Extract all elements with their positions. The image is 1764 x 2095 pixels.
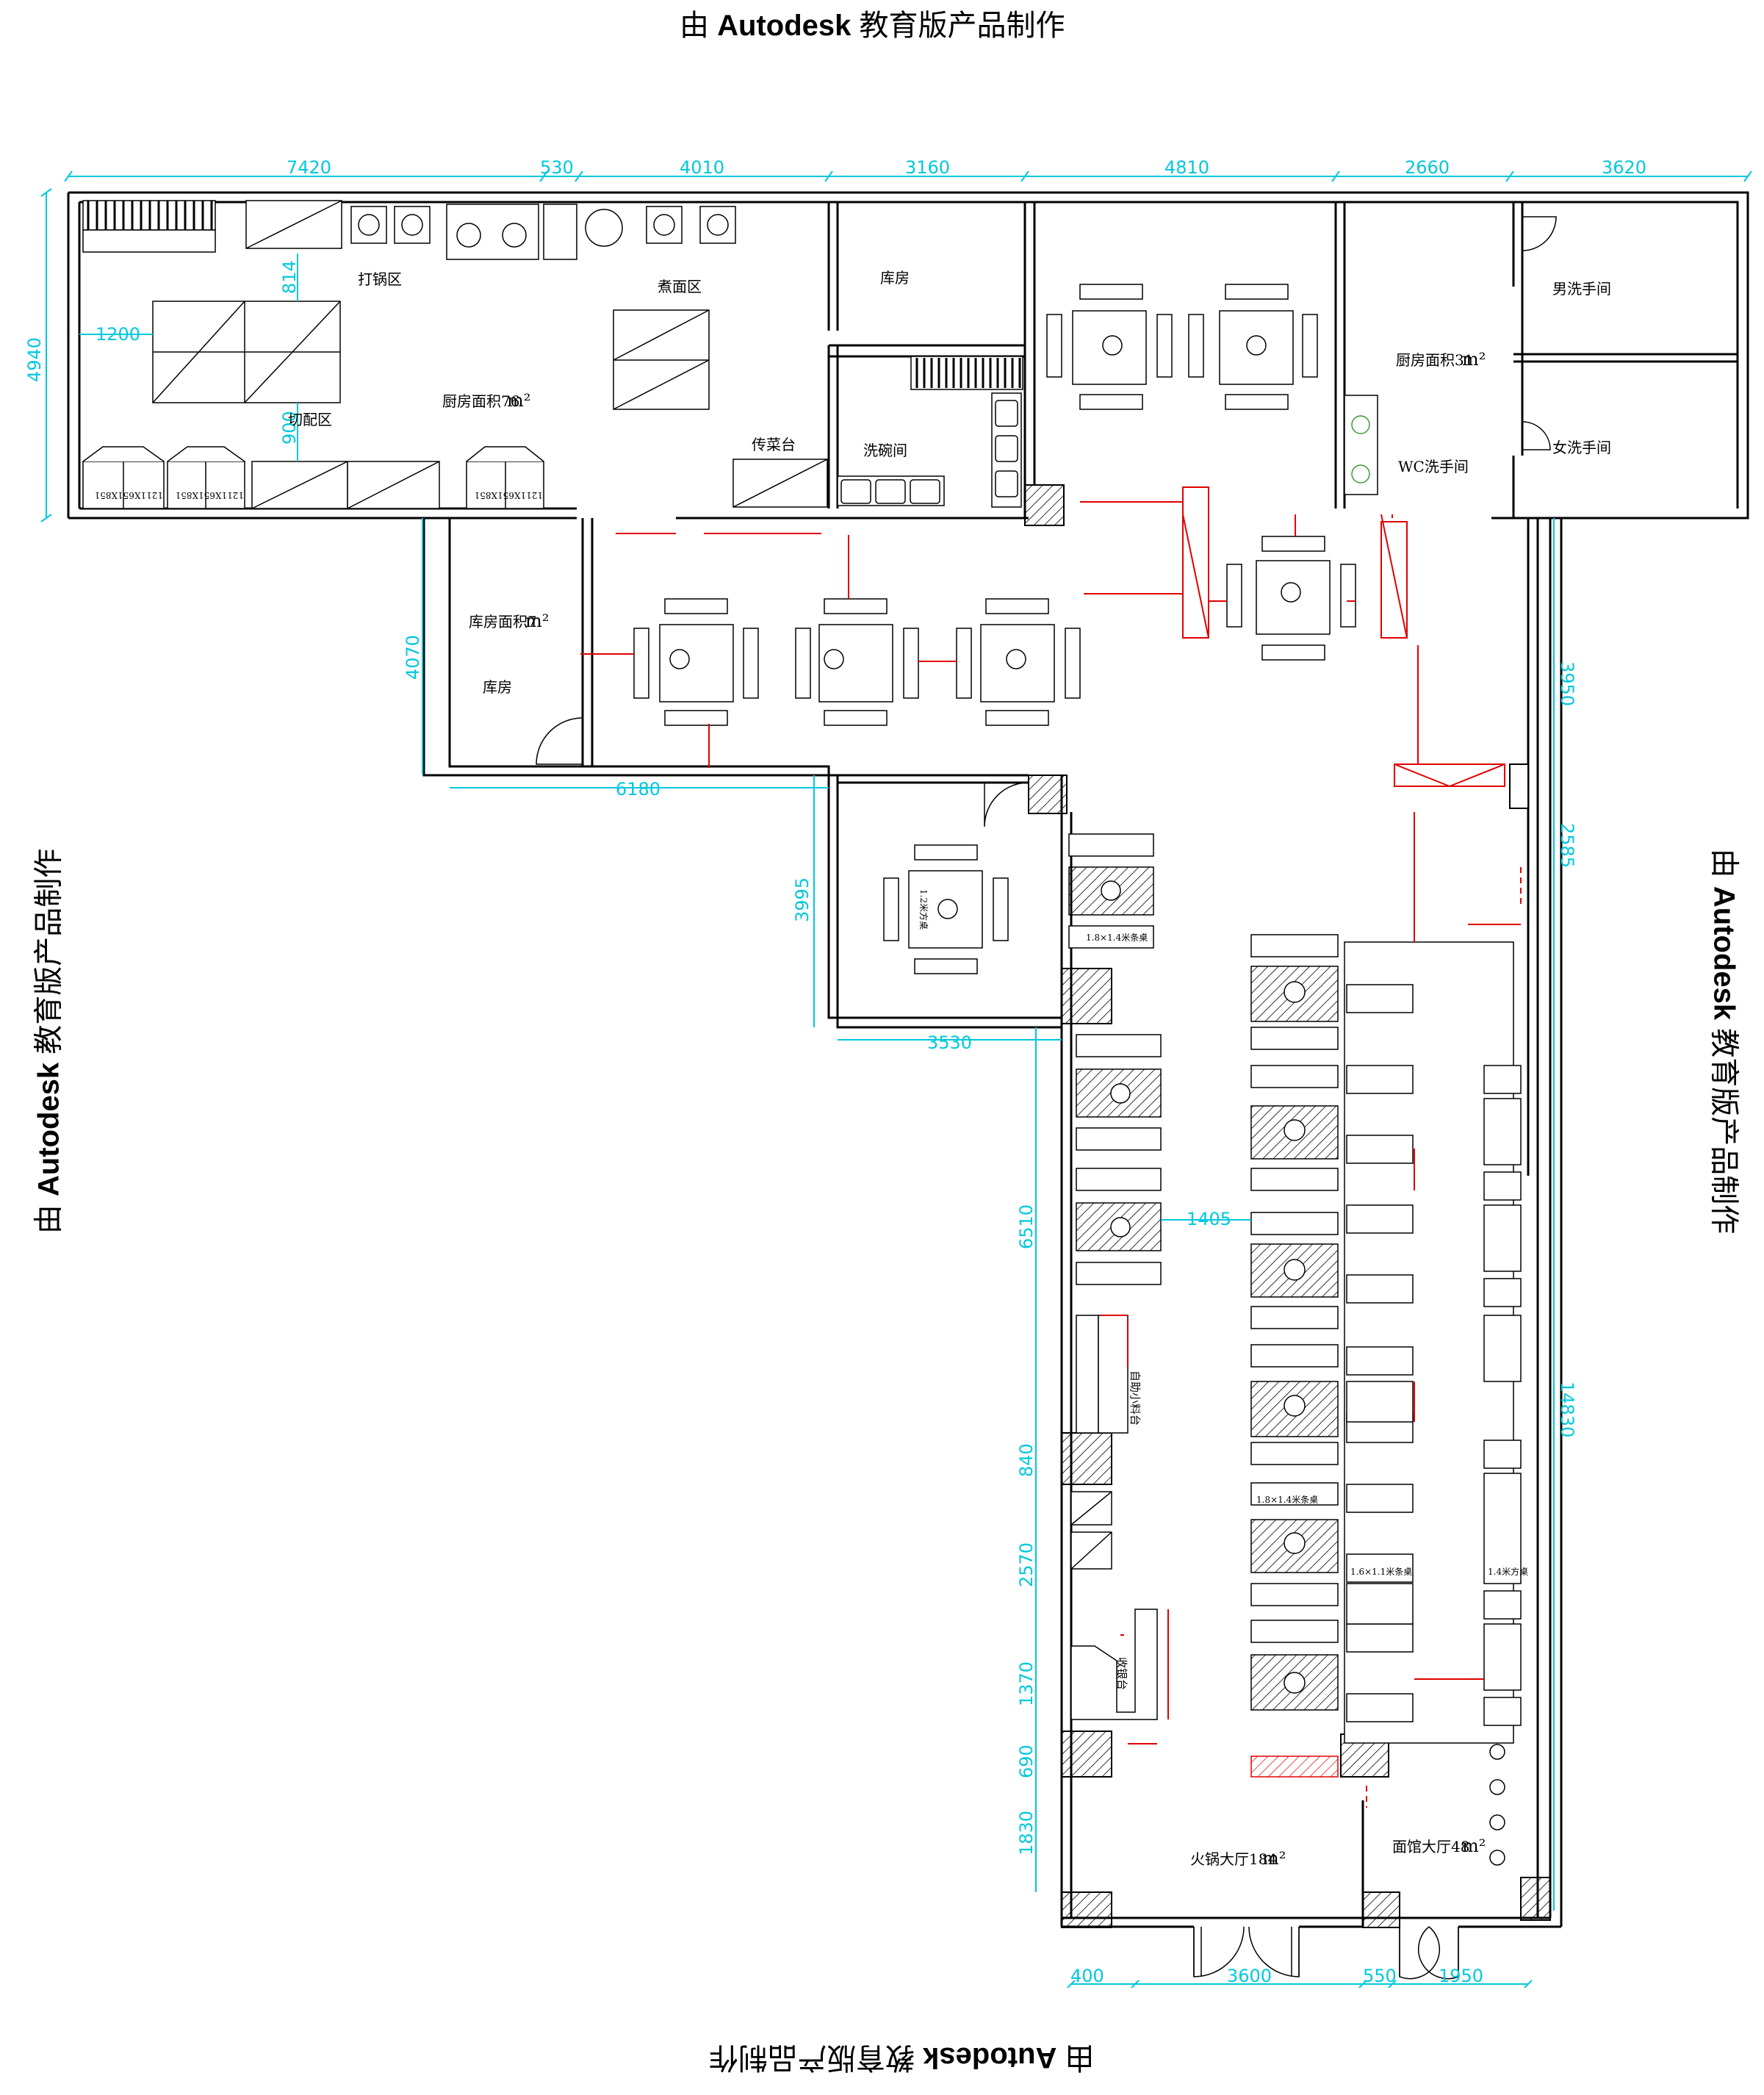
dim-1200: 1200: [96, 324, 140, 345]
watermark-suffix: 教育版产品制作: [859, 10, 1065, 42]
label-buffet: 自助小料台: [1128, 1370, 1142, 1426]
label-storage-unit: m²: [525, 611, 549, 631]
watermark-brand: Autodesk: [717, 10, 852, 42]
stair-lines: [87, 201, 213, 230]
label-kitchen-area: 厨房面积76: [442, 392, 519, 410]
dim-vip-height: 3995: [792, 877, 813, 922]
label-hotpot-unit: m²: [1262, 1848, 1286, 1869]
label-table-12: 1.2米方桌: [918, 889, 929, 930]
dim-left-690: 690: [1016, 1744, 1037, 1778]
dim-left-840: 840: [1016, 1443, 1037, 1477]
wc-fixtures: [1344, 216, 1557, 495]
dim-left-1370: 1370: [1016, 1661, 1037, 1706]
dimension-lines: [46, 176, 1748, 1985]
watermark-top: 由 Autodesk 教育版产品制作: [680, 1, 1065, 44]
dim-vip-width: 3530: [927, 1032, 972, 1053]
dim-right-2585: 2585: [1557, 823, 1577, 868]
dim-left-6510: 6510: [1016, 1204, 1037, 1249]
dim-bottom-1: 400: [1070, 1966, 1104, 1986]
label-storage: 库房: [483, 678, 512, 696]
label-hotpot-hall: 火锅大厅184: [1190, 1850, 1277, 1868]
dim-top-7: 3620: [1602, 157, 1646, 178]
booths: [536, 717, 1522, 1980]
dim-storage-height: 4070: [403, 635, 423, 680]
dim-bottom-3: 550: [1363, 1966, 1397, 1986]
kitchen-fixtures: [82, 200, 1023, 509]
label-booth-18-b: 1.8×1.4米条桌: [1256, 1495, 1318, 1505]
label-booth-18-a: 1.8×1.4米条桌: [1086, 932, 1148, 943]
stairs-mid-lines: [915, 358, 1021, 388]
columns: [1024, 484, 1551, 1928]
dim-storage-width: 6180: [616, 779, 660, 799]
square-tables: [633, 284, 1356, 974]
label-booth-16: 1.6×1.1米条桌: [1350, 1567, 1412, 1577]
room-labels: 打锅区 切配区 煮面区 库房 厨房面积76 m² 传菜台 洗碗间 厨房面积31 …: [288, 269, 1611, 1869]
dim-top-6: 2660: [1405, 157, 1450, 178]
label-storage-area: 库房面积7: [469, 613, 537, 630]
dim-right-14830: 14830: [1557, 1381, 1577, 1437]
label-freezer-b: 1211X651X851: [176, 490, 244, 500]
dim-left-height: 4940: [24, 337, 45, 382]
label-freezer-c: 1211X651X851: [475, 490, 543, 500]
watermark-prefix: 由: [680, 10, 709, 42]
dim-top-3: 4010: [680, 157, 724, 178]
label-noodle-unit: m²: [1462, 1836, 1486, 1856]
label-dapan: 打锅区: [358, 270, 402, 288]
label-kitchen-unit: m²: [507, 390, 530, 411]
dim-left-1830: 1830: [1016, 1811, 1037, 1855]
dim-aisle-1405: 1405: [1187, 1209, 1231, 1229]
label-male-wc: 男洗手间: [1552, 280, 1611, 298]
label-kitchen2-unit: m²: [1462, 349, 1486, 370]
label-female-wc: 女洗手间: [1552, 439, 1611, 456]
dim-left-2570: 2570: [1016, 1542, 1037, 1587]
dimension-ticks: [40, 170, 1752, 1988]
label-chuancai: 传菜台: [752, 436, 796, 453]
label-cashier: 收银台: [1115, 1657, 1128, 1690]
label-freezer-a: 1211X651X851: [95, 490, 163, 500]
label-kufang-top: 库房: [880, 269, 910, 287]
dim-right-3950: 3950: [1557, 661, 1577, 706]
dimension-labels: 7420 530 4010 3160 4810 2660 3620 4940 1…: [24, 157, 1646, 1986]
circulation-red: [580, 486, 1522, 1808]
dim-bottom-2: 3600: [1227, 1966, 1272, 1986]
label-wc-wash: WC洗手间: [1398, 458, 1469, 475]
label-xiwan: 洗碗间: [863, 442, 907, 459]
dim-top-2: 530: [540, 157, 574, 178]
label-qiepei: 切配区: [288, 411, 332, 428]
dim-814: 814: [279, 260, 300, 294]
dim-bottom-4: 1950: [1439, 1966, 1483, 1986]
furniture-labels: 1.2米方桌 1.8×1.4米条桌 1.8×1.4米条桌 1.6×1.1米条桌 …: [95, 490, 1529, 1577]
dim-top-4: 3160: [905, 157, 950, 178]
dim-top-5: 4810: [1164, 157, 1209, 178]
label-zhumian: 煮面区: [658, 278, 702, 295]
dim-900: 900: [279, 411, 300, 445]
label-noodle-hall: 面馆大厅48: [1392, 1838, 1469, 1855]
label-table-14: 1.4米方桌: [1488, 1566, 1528, 1577]
label-kitchen2-area: 厨房面积31: [1396, 351, 1473, 369]
dim-top-1: 7420: [287, 157, 331, 178]
